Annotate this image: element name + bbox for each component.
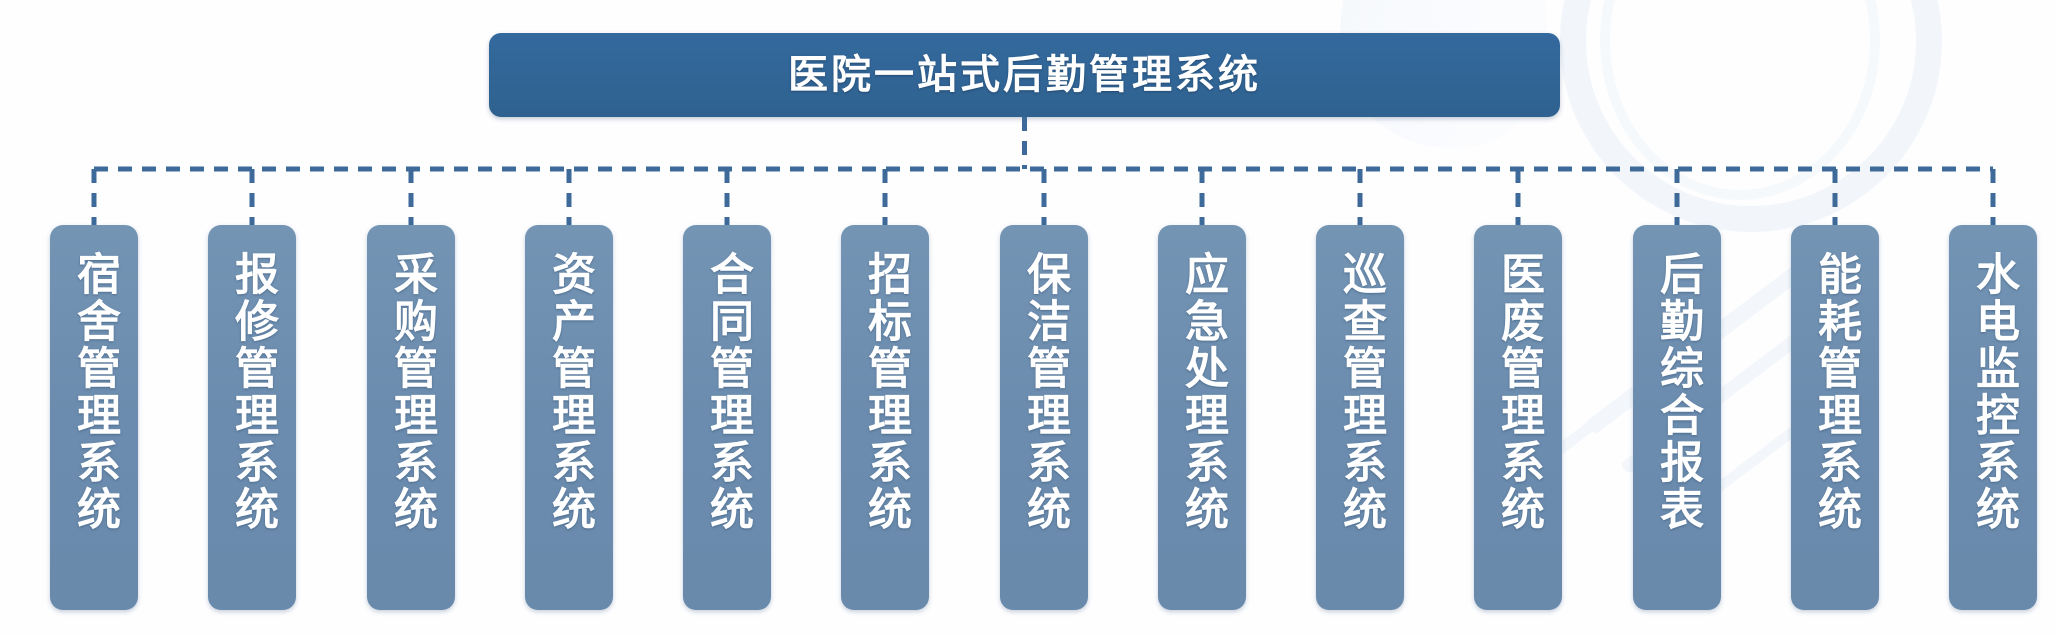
root-node[interactable]: 医院一站式后勤管理系统 (489, 33, 1560, 117)
leaf-node-label: 巡查管理系统 (1334, 251, 1386, 533)
leaf-node-asset-management[interactable]: 资产管理系统 (525, 225, 613, 610)
leaf-node-label: 宿舍管理系统 (68, 251, 120, 533)
leaf-node-label: 水电监控系统 (1967, 251, 2019, 533)
leaf-node-logistics-report[interactable]: 后勤综合报表 (1633, 225, 1721, 610)
leaf-node-row: 宿舍管理系统 报修管理系统 采购管理系统 资产管理系统 合同管理系统 招标管理系… (0, 225, 2055, 610)
leaf-node-label: 后勤综合报表 (1651, 251, 1703, 533)
leaf-node-water-electricity-monitoring[interactable]: 水电监控系统 (1949, 225, 2037, 610)
root-node-label: 医院一站式后勤管理系统 (788, 52, 1261, 98)
leaf-node-label: 医废管理系统 (1492, 251, 1544, 533)
background-watermark-ring-inner (1600, 0, 1880, 200)
leaf-node-label: 应急处理系统 (1176, 251, 1228, 533)
leaf-node-label: 资产管理系统 (543, 251, 595, 533)
leaf-node-inspection-management[interactable]: 巡查管理系统 (1316, 225, 1404, 610)
leaf-node-dormitory-management[interactable]: 宿舍管理系统 (50, 225, 138, 610)
leaf-node-label: 能耗管理系统 (1809, 251, 1861, 533)
leaf-node-bidding-management[interactable]: 招标管理系统 (841, 225, 929, 610)
leaf-node-procurement-management[interactable]: 采购管理系统 (367, 225, 455, 610)
leaf-node-label: 报修管理系统 (226, 251, 278, 533)
leaf-node-medical-waste-management[interactable]: 医废管理系统 (1474, 225, 1562, 610)
leaf-node-contract-management[interactable]: 合同管理系统 (683, 225, 771, 610)
leaf-node-label: 合同管理系统 (701, 251, 753, 533)
leaf-node-energy-consumption-management[interactable]: 能耗管理系统 (1791, 225, 1879, 610)
leaf-node-emergency-handling[interactable]: 应急处理系统 (1158, 225, 1246, 610)
leaf-node-label: 采购管理系统 (385, 251, 437, 533)
leaf-node-cleaning-management[interactable]: 保洁管理系统 (1000, 225, 1088, 610)
leaf-node-repair-management[interactable]: 报修管理系统 (208, 225, 296, 610)
leaf-node-label: 招标管理系统 (859, 251, 911, 533)
leaf-node-label: 保洁管理系统 (1018, 251, 1070, 533)
